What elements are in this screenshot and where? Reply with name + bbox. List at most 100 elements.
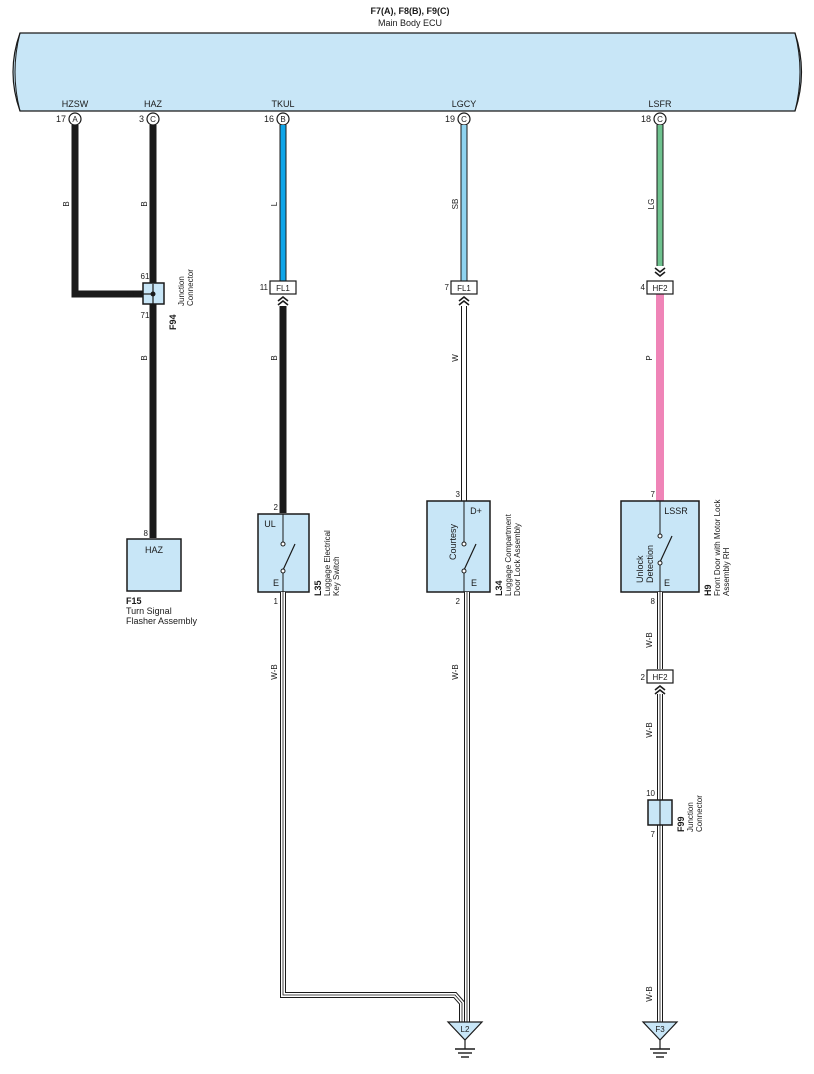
h9-inner-line2: Detection: [645, 545, 655, 583]
f94-name-line1: Junction: [177, 276, 186, 306]
connector-pin: 11: [260, 283, 269, 292]
wire-color-label: B: [62, 201, 71, 206]
pin-label: 16: [264, 114, 274, 124]
ecu-name-label: Main Body ECU: [378, 18, 442, 28]
f15-name-line1: Turn Signal: [126, 606, 172, 616]
l34-term-top: D+: [470, 506, 482, 516]
l35-term-top: UL: [264, 519, 276, 529]
h9-id: H9: [703, 584, 713, 596]
l34-name-line2: Door Lock Assembly: [513, 523, 522, 596]
pin-label: 19: [445, 114, 455, 124]
f94-name-line2: Connector: [186, 269, 195, 306]
connector-pin: 4: [641, 283, 646, 292]
h9-inner-line1: Unlock: [635, 555, 645, 583]
wire-color-label: W-B: [645, 722, 654, 737]
wire-tkul: L B: [270, 125, 287, 513]
f15-name-line2: Flasher Assembly: [126, 616, 198, 626]
wire-color-label: W-B: [451, 664, 460, 679]
f94-junction-connector: 61 51 71 F94 Junction Connector: [127, 269, 195, 330]
f94-pin-left: 51: [127, 290, 136, 299]
f15-id: F15: [126, 596, 142, 606]
ground-f3: F3: [641, 1021, 679, 1058]
l35-name-line1: Luggage Electrical: [323, 530, 332, 596]
l34-term-bottom: E: [471, 578, 477, 588]
connector-label: FL1: [276, 284, 290, 293]
wire-color-label: P: [645, 355, 654, 360]
wire-color-label: B: [140, 201, 149, 206]
l35-id: L35: [313, 580, 323, 596]
l35-pin-top: 2: [274, 503, 279, 512]
f94-id: F94: [168, 314, 178, 330]
f94-pin-bottom: 71: [141, 311, 150, 320]
l34-pin-bottom: 2: [456, 597, 461, 606]
wire-lsfr-ground: W-B W-B W-B: [645, 592, 663, 1022]
ecu-connectors-label: F7(A), F8(B), F9(C): [371, 6, 450, 16]
l34-id: L34: [494, 580, 504, 596]
l35-pin-bottom: 1: [274, 597, 279, 606]
connector-pin: 2: [641, 673, 646, 682]
signal-label: LSFR: [648, 99, 672, 109]
wire-color-label: B: [270, 355, 279, 360]
l34-body: [426, 500, 491, 593]
f99-name-line1: Junction: [686, 802, 695, 832]
ecu-body: [12, 32, 803, 112]
h9-pin-top: 7: [651, 490, 656, 499]
l34-luggage-door-lock: 3 D+ E Courtesy 2 L34 Luggage Compartmen…: [426, 490, 522, 606]
connector-label: FL1: [457, 284, 471, 293]
h9-term-bottom: E: [664, 578, 670, 588]
connector-label: HF2: [652, 284, 668, 293]
connector-fl1-b: 7 FL1: [445, 280, 478, 306]
connector-pin: 7: [445, 283, 450, 292]
h9-name-line2: Assembly RH: [722, 547, 731, 596]
wire-color-label: W-B: [645, 632, 654, 647]
f15-terminal: HAZ: [145, 545, 164, 555]
connector-letter: C: [150, 115, 156, 124]
ground-l2: L2: [446, 1021, 484, 1058]
f99-pin-bottom: 7: [651, 830, 656, 839]
l35-luggage-key-switch: 2 UL E 1 L35 Luggage Electrical Key Swit…: [257, 503, 341, 606]
pin-label: 3: [139, 114, 144, 124]
wire-lgcy: SB W: [451, 125, 468, 501]
connector-letter: C: [461, 115, 467, 124]
f94-pin-top: 61: [141, 272, 150, 281]
wire-color-label: B: [140, 355, 149, 360]
connector-fl1-a: 11 FL1: [260, 280, 297, 306]
ecu-terminal-haz: HAZ 3 C: [139, 99, 163, 126]
connector-letter: A: [72, 115, 78, 124]
wire-color-label: LG: [647, 199, 656, 210]
signal-label: HZSW: [62, 99, 89, 109]
f99-name-line2: Connector: [695, 795, 704, 832]
ground-l2-label: L2: [461, 1025, 470, 1034]
ground-f3-label: F3: [655, 1025, 665, 1034]
signal-label: LGCY: [452, 99, 477, 109]
ecu-terminal-tkul: TKUL 16 B: [264, 99, 295, 126]
signal-label: HAZ: [144, 99, 163, 109]
l34-inner-label: Courtesy: [448, 523, 458, 560]
connector-hf2-b: 2 HF2: [641, 669, 674, 695]
h9-term-top: LSSR: [664, 506, 688, 516]
wire-hzsw: B: [62, 125, 147, 298]
signal-label: TKUL: [271, 99, 294, 109]
h9-name-line1: Front Door with Motor Lock: [713, 499, 722, 596]
ground-f3-triangle: [641, 1021, 679, 1041]
f99-junction-connector: 10 7 F99 Junction Connector: [646, 789, 704, 839]
h9-pin-bottom: 8: [651, 597, 656, 606]
connector-letter: C: [657, 115, 663, 124]
connector-letter: B: [280, 115, 285, 124]
h9-front-door-motor-lock: 7 LSSR E Unlock Detection 8 H9 Front Doo…: [620, 490, 731, 606]
wire-color-label: W: [451, 354, 460, 362]
f15-pin: 8: [144, 529, 149, 538]
l35-name-line2: Key Switch: [332, 556, 341, 596]
wire-haz: B B: [140, 125, 157, 538]
connector-hf2-a: 4 HF2: [641, 267, 674, 295]
f99-id: F99: [676, 816, 686, 832]
connector-label: HF2: [652, 673, 668, 682]
l34-pin-top: 3: [456, 490, 461, 499]
ground-l2-triangle: [446, 1021, 484, 1041]
f15-turn-signal-flasher: 8 HAZ F15 Turn Signal Flasher Assembly: [126, 529, 198, 626]
wire-color-label: W-B: [270, 664, 279, 679]
pin-label: 17: [56, 114, 66, 124]
f15-body: [126, 538, 182, 592]
pin-label: 18: [641, 114, 651, 124]
